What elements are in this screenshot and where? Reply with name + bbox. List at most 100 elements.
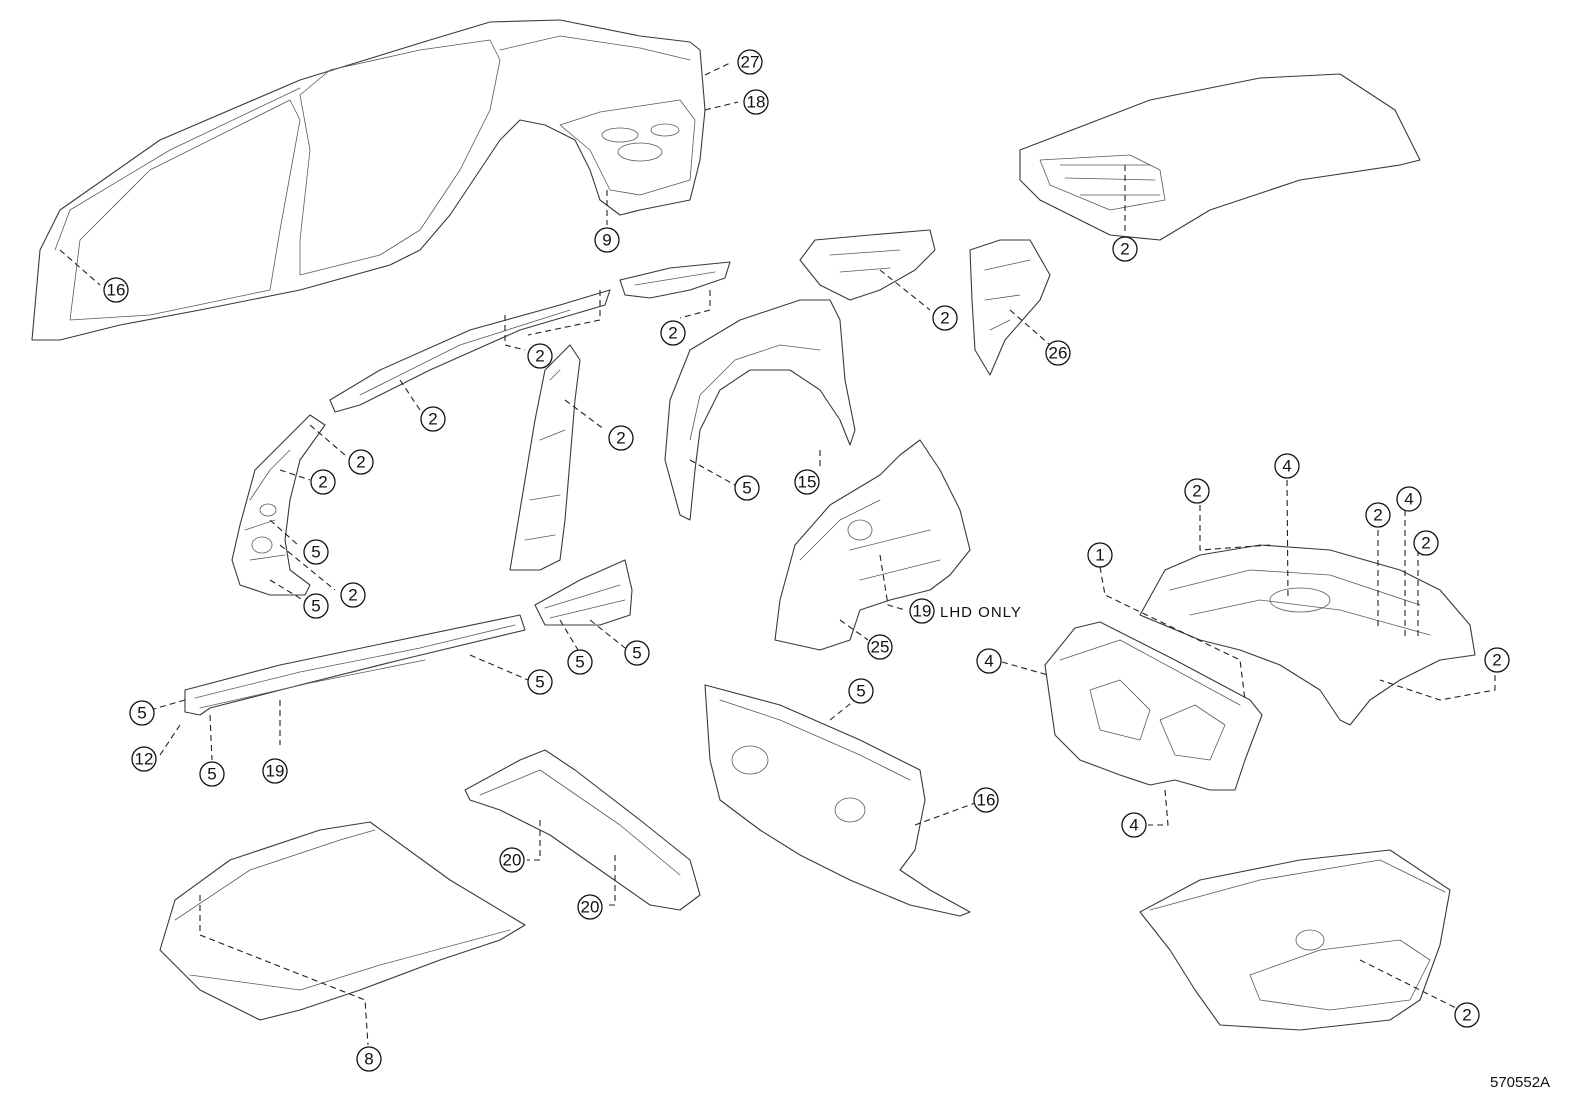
- callout-2-pillar-a2: 2: [310, 469, 336, 495]
- callout-2-pillar-a1: 2: [348, 449, 374, 475]
- svg-text:20: 20: [503, 851, 522, 870]
- front-apron-member: [464, 749, 701, 911]
- rear-wheelhouse-outer: [664, 299, 856, 521]
- callout-9: 9: [594, 227, 620, 253]
- leader-lines: [59, 61, 1496, 1046]
- svg-text:5: 5: [535, 673, 544, 692]
- callout-2-pillar-a3: 2: [340, 582, 366, 608]
- callout-2-floor-mid: 2: [1365, 502, 1391, 528]
- svg-text:2: 2: [428, 410, 437, 429]
- cowl-side-panel: [534, 559, 633, 626]
- callout-5-rocker-bottom: 5: [199, 761, 225, 787]
- svg-text:20: 20: [581, 898, 600, 917]
- callout-4-panel-bottom: 4: [1121, 812, 1147, 838]
- svg-text:5: 5: [207, 765, 216, 784]
- callout-16-body-side: 16: [103, 277, 129, 303]
- svg-text:16: 16: [107, 281, 126, 300]
- callout-20-upper: 20: [499, 847, 525, 873]
- callout-27: 27: [737, 49, 763, 75]
- svg-text:2: 2: [348, 586, 357, 605]
- rear-wheelhouse-inner: [774, 439, 971, 651]
- callout-19-wheelhouse: 19: [909, 598, 935, 624]
- svg-text:2: 2: [1192, 482, 1201, 501]
- callout-19-rocker: 19: [262, 758, 288, 784]
- callout-12: 12: [131, 746, 157, 772]
- luggage-compartment-door: [1139, 849, 1451, 1031]
- svg-text:4: 4: [1282, 457, 1291, 476]
- rear-body-panel: [1044, 621, 1263, 791]
- svg-text:2: 2: [940, 309, 949, 328]
- lhd-only-note: LHD ONLY: [940, 604, 1022, 621]
- svg-text:2: 2: [1462, 1006, 1471, 1025]
- roof-side-rail: [329, 261, 731, 413]
- callout-2-roof: 2: [1112, 236, 1138, 262]
- callout-16-dash: 16: [973, 787, 999, 813]
- svg-text:25: 25: [871, 638, 890, 657]
- rear-floor-pan: [1139, 544, 1476, 726]
- svg-text:1: 1: [1095, 546, 1104, 565]
- svg-text:2: 2: [356, 453, 365, 472]
- callout-2-floor-right-1: 2: [1413, 530, 1439, 556]
- svg-text:12: 12: [135, 750, 154, 769]
- svg-text:5: 5: [632, 644, 641, 663]
- callout-25: 25: [867, 634, 893, 660]
- callout-5-apron-1: 5: [567, 649, 593, 675]
- svg-text:2: 2: [1492, 651, 1501, 670]
- svg-text:15: 15: [798, 473, 817, 492]
- callout-8: 8: [356, 1046, 382, 1072]
- svg-text:2: 2: [616, 429, 625, 448]
- svg-text:2: 2: [668, 324, 677, 343]
- callout-2-floor-right-2: 2: [1484, 647, 1510, 673]
- svg-text:26: 26: [1049, 344, 1068, 363]
- center-pillar: [509, 344, 581, 571]
- callout-18: 18: [743, 89, 769, 115]
- svg-text:19: 19: [913, 602, 932, 621]
- svg-text:2: 2: [1120, 240, 1129, 259]
- svg-text:2: 2: [535, 347, 544, 366]
- svg-text:4: 4: [984, 652, 993, 671]
- svg-text:5: 5: [856, 682, 865, 701]
- svg-text:4: 4: [1129, 816, 1138, 835]
- svg-text:5: 5: [742, 479, 751, 498]
- callout-15: 15: [794, 469, 820, 495]
- callout-2-quarter: 2: [932, 305, 958, 331]
- svg-text:4: 4: [1404, 490, 1413, 509]
- svg-text:2: 2: [318, 473, 327, 492]
- callout-5-rocker: 5: [527, 669, 553, 695]
- svg-text:16: 16: [977, 791, 996, 810]
- callout-5-apron-2: 5: [624, 640, 650, 666]
- svg-text:9: 9: [602, 231, 611, 250]
- svg-text:2: 2: [1421, 534, 1430, 553]
- callout-5-pillar-a2: 5: [303, 593, 329, 619]
- callout-2-rail-a: 2: [527, 343, 553, 369]
- callout-5-pillar-a1: 5: [303, 539, 329, 565]
- front-pillar: [231, 414, 326, 596]
- callout-26: 26: [1045, 340, 1071, 366]
- callout-2-trunk: 2: [1454, 1002, 1480, 1028]
- callout-2-rail-c: 2: [420, 406, 446, 432]
- rocker-panel: [184, 614, 526, 716]
- callout-5-dash: 5: [848, 678, 874, 704]
- quarter-inner-pillar: [969, 239, 1051, 376]
- svg-text:5: 5: [575, 653, 584, 672]
- callout-4-floor-right: 4: [1396, 486, 1422, 512]
- svg-text:8: 8: [364, 1050, 373, 1069]
- svg-text:19: 19: [266, 762, 285, 781]
- callout-20-lower: 20: [577, 894, 603, 920]
- hood-panel: [159, 821, 526, 1021]
- callout-5-rocker-left: 5: [129, 700, 155, 726]
- svg-text:2: 2: [1373, 506, 1382, 525]
- svg-text:18: 18: [747, 93, 766, 112]
- callout-1: 1: [1087, 542, 1113, 568]
- callout-5-wheelhouse: 5: [734, 475, 760, 501]
- roof-panel: [1019, 73, 1421, 241]
- svg-text:5: 5: [311, 597, 320, 616]
- dash-panel: [704, 684, 971, 917]
- callout-2-rail-b: 2: [660, 320, 686, 346]
- svg-text:5: 5: [137, 704, 146, 723]
- callout-2-pillar-b: 2: [608, 425, 634, 451]
- callout-4-floor-top: 4: [1274, 453, 1300, 479]
- callout-4-panel-left: 4: [976, 648, 1002, 674]
- quarter-upper-panel: [799, 229, 936, 301]
